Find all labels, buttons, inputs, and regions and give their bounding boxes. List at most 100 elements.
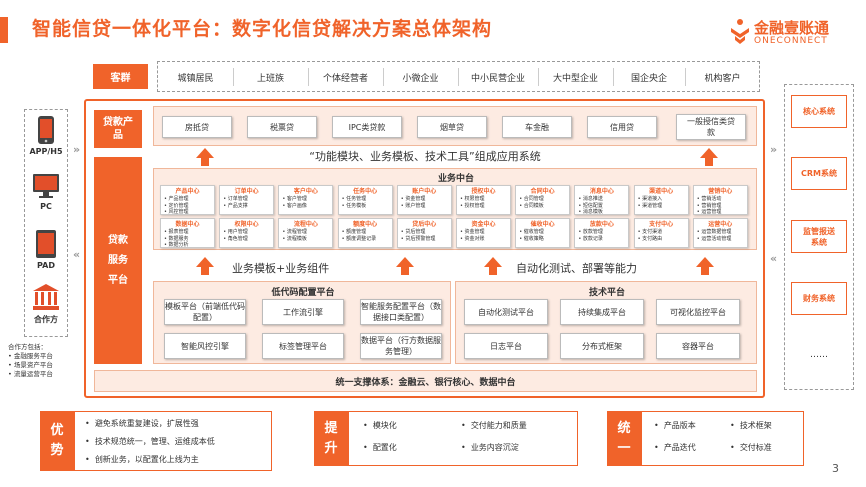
business-platform-title: 业务中台	[437, 174, 474, 184]
business-module-item: • 资金对账	[460, 235, 485, 242]
business-module-item: • 短信配置	[578, 202, 603, 209]
customer-item: 中小民营企业	[470, 73, 525, 84]
business-row-1: 产品中心• 产品管理• 定价管理• 风控管理订单中心• 订单管理• 产品支撑客户…	[160, 185, 752, 215]
business-module-title: 任务中心	[353, 188, 378, 195]
customer-item: 大中型企业	[552, 73, 598, 84]
low-code-item: 智能服务配置平台（数据接口类配置）	[360, 299, 442, 325]
business-module-title: 消息中心	[589, 188, 614, 195]
low-code-item: 智能风控引擎	[164, 333, 246, 359]
side-system-core: 核心系统	[791, 95, 847, 128]
improvement-item: • 配置化	[363, 443, 397, 452]
channel-label: 合作方	[34, 315, 58, 324]
business-module-item: • 权限管理	[460, 196, 485, 202]
up-arrow-icon	[484, 257, 502, 275]
low-code-platform: 低代码配置平台 模板平台（前端低代码配置） 工作流引擎 智能服务配置平台（数据接…	[153, 281, 451, 364]
tech-item: 容器平台	[656, 333, 740, 359]
tech-item: 持续集成平台	[560, 299, 644, 325]
business-module: 权限中心• 用户管理• 角色管理	[219, 218, 275, 248]
chevron-right-icon: »	[770, 143, 778, 156]
business-module-item: • 资金管理	[460, 229, 485, 235]
low-code-item: 数据平台（行方数据服务管理）	[360, 333, 442, 359]
unified-item: • 产品版本	[654, 421, 696, 430]
business-module-item: • 报表管理	[164, 229, 189, 235]
business-module-item: • 产品管理	[164, 196, 189, 202]
advantage-item: • 技术规范统一，管理、运维成本低	[85, 437, 215, 446]
mobile-phone-icon	[38, 116, 54, 144]
business-module: 支付中心• 支付渠道• 支付路由	[633, 218, 689, 248]
low-code-item: 工作流引擎	[262, 299, 344, 325]
business-module-item: • 资金管理	[400, 196, 426, 202]
logo-text-cn: 金融壹账通	[754, 19, 830, 37]
business-module-item: • 运营管理	[696, 209, 722, 215]
company-logo: 金融壹账通 ONECONNECT	[729, 16, 839, 52]
business-module-title: 运营中心	[708, 221, 733, 228]
side-system-finance: 财务系统	[791, 282, 847, 315]
business-module-title: 订单中心	[234, 188, 259, 195]
customer-item: 小微企业	[402, 73, 439, 84]
logo-text-en: ONECONNECT	[754, 36, 828, 46]
business-module-title: 授权中心	[471, 188, 496, 195]
support-system-bar: 统一支撑体系：金融云、银行核心、数据中台	[94, 370, 757, 392]
loan-product-item: IPC类贷款	[332, 116, 402, 138]
partner-item: • 场景资产平台	[8, 361, 53, 369]
business-module: 额度中心• 额度管理• 额度调整记录	[337, 218, 393, 248]
business-platform: 业务中台 产品中心• 产品管理• 定价管理• 风控管理订单中心• 订单管理• 产…	[153, 168, 757, 250]
tablet-icon	[36, 230, 56, 258]
loan-product-item: 一般授信类贷款	[676, 114, 746, 140]
business-module: 催收中心• 催收管理• 催收策略	[515, 218, 571, 248]
title-accent-bar	[0, 17, 8, 43]
low-code-item: 标签管理平台	[262, 333, 344, 359]
business-module: 流程中心• 流程管理• 流程模板	[278, 218, 334, 248]
business-module-item: • 数据服务	[164, 235, 189, 242]
up-arrow-icon	[196, 148, 214, 166]
business-module: 放款中心• 放款管理• 放款记录	[574, 218, 630, 248]
logo-mark-icon	[731, 19, 749, 44]
business-module-item: • 数据分析	[164, 242, 189, 248]
channel-partner: 合作方	[24, 284, 68, 332]
business-module-item: • 贷后管理	[400, 229, 426, 235]
business-module-title: 贷后中心	[412, 221, 437, 228]
side-system-regulatory: 监管报送系统	[791, 220, 847, 253]
up-arrow-icon	[700, 148, 718, 166]
tech-item: 自动化测试平台	[464, 299, 548, 325]
assembly-note: “功能模块、业务模板、技术工具”组成应用系统	[309, 150, 541, 163]
business-module-item: • 贷后预警管理	[400, 235, 436, 242]
business-module-item: • 任务模板	[341, 202, 367, 209]
partners-title: 合作方包括：	[8, 343, 47, 351]
business-module-title: 产品中心	[175, 188, 200, 195]
business-module-item: • 产品支撑	[223, 202, 248, 209]
low-code-item: 模板平台（前端低代码配置）	[164, 299, 246, 325]
business-row-2: 数据中心• 报表管理• 数据服务• 数据分析权限中心• 用户管理• 角色管理流程…	[160, 218, 752, 248]
side-system-more: ……	[810, 350, 828, 360]
business-module: 数据中心• 报表管理• 数据服务• 数据分析	[160, 218, 215, 248]
tech-item: 分布式框架	[560, 333, 644, 359]
business-module: 任务中心• 任务管理• 任务模板	[337, 185, 393, 215]
business-module-item: • 流程模板	[282, 235, 307, 242]
business-module-title: 渠道中心	[649, 188, 674, 195]
channel-pad: PAD	[24, 230, 68, 274]
business-module-title: 账户中心	[412, 188, 437, 195]
business-module-item: • 营销管理	[696, 202, 722, 209]
improvement-item: • 模块化	[363, 421, 397, 430]
tech-item: 日志平台	[464, 333, 548, 359]
partner-item: • 金融服务平台	[8, 352, 53, 360]
business-module-title: 数据中心	[175, 221, 200, 228]
business-module-item: • 渠道管理	[637, 202, 663, 209]
customer-item: 个体经营者	[322, 73, 368, 84]
channel-label: APP/H5	[29, 147, 63, 156]
monitor-icon	[33, 174, 59, 198]
channel-app: APP/H5	[24, 116, 68, 160]
customer-item: 上班族	[256, 73, 284, 84]
customer-item: 城镇居民	[177, 73, 214, 84]
business-module-title: 支付中心	[649, 221, 674, 228]
business-module-item: • 消息模板	[578, 209, 603, 215]
channels-panel	[24, 109, 68, 337]
business-module: 账户中心• 资金管理• 账户管理	[396, 185, 452, 215]
business-module: 贷后中心• 贷后管理• 贷后预警管理	[396, 218, 452, 248]
business-module-item: • 合同管理	[519, 196, 544, 202]
unified-item: • 产品迭代	[654, 443, 696, 452]
tech-item: 可视化监控平台	[656, 299, 740, 325]
customers-label: 客群	[93, 64, 148, 89]
business-module: 运营中心• 运营数据管理• 运营活动管理	[692, 218, 748, 248]
business-module-item: • 催收策略	[519, 235, 544, 242]
